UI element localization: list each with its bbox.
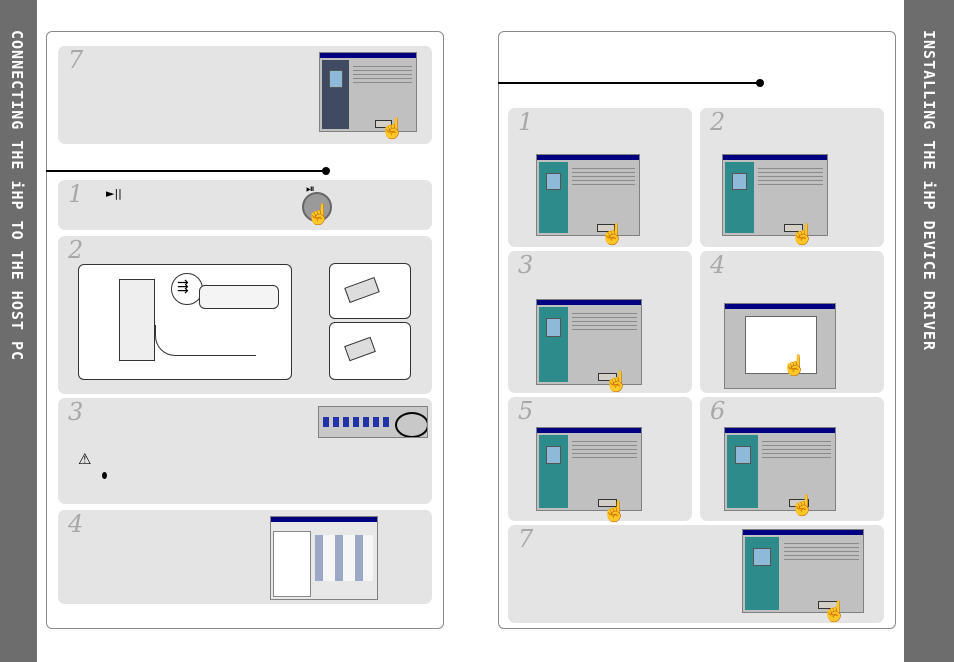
step-number: 7 <box>518 525 534 553</box>
right-sidebar-title: INSTALLING THE iHP DEVICE DRIVER <box>920 30 938 351</box>
step-number: 4 <box>710 251 726 279</box>
pointing-hand-icon: ☝ <box>306 202 331 226</box>
step-number: 3 <box>518 251 534 279</box>
play-pause-icon: ►|| <box>106 187 122 200</box>
step-number: 2 <box>68 236 84 264</box>
pointing-hand-icon: ☝ <box>602 499 627 523</box>
section-divider <box>46 167 330 175</box>
pointing-hand-icon: ☝ <box>790 222 815 246</box>
hold-icon: ⏯ <box>306 182 315 195</box>
pc-connection-illustration: ⇶ <box>78 264 292 380</box>
left-step-3-panel: 3 ⚠ <box>58 398 432 504</box>
wizard-screenshot <box>536 154 640 236</box>
bullet <box>102 472 107 479</box>
section-divider <box>498 79 764 87</box>
step-number: 2 <box>710 108 726 136</box>
step-number: 4 <box>68 510 84 538</box>
warning-icon: ⚠ <box>78 450 92 468</box>
wizard-screenshot <box>724 427 836 511</box>
pointing-hand-icon: ☝ <box>790 493 815 517</box>
left-step-2-panel: 2 ⇶ <box>58 236 432 394</box>
left-step-4-panel: 4 <box>58 510 432 604</box>
wizard-screenshot <box>536 299 642 385</box>
step-number: 1 <box>68 180 84 208</box>
usb-plug-a-illustration <box>329 263 411 319</box>
pointing-hand-icon: ☝ <box>380 116 405 140</box>
installer-finish-screenshot <box>319 52 417 132</box>
right-step-2-panel: 2 ☝ <box>700 108 884 247</box>
pointing-hand-icon: ☝ <box>822 599 847 623</box>
step-number: 1 <box>518 108 534 136</box>
step-number: 6 <box>710 397 726 425</box>
wizard-finish-screenshot <box>742 529 864 613</box>
wizard-screenshot <box>722 154 828 236</box>
step-number: 3 <box>68 398 84 426</box>
left-sidebar-title: CONNECTING THE iHP TO THE HOST PC <box>8 30 26 362</box>
usb-icon: ⇶ <box>177 279 189 295</box>
pointing-hand-icon: ☝ <box>782 353 807 377</box>
right-step-7-panel: 7 ☝ <box>508 525 884 623</box>
left-step-7-panel: 7 ☝ <box>58 46 432 144</box>
right-step-4-panel: 4 ☝ <box>700 251 884 393</box>
right-step-1-panel: 1 ☝ <box>508 108 692 247</box>
left-sidebar: CONNECTING THE iHP TO THE HOST PC <box>0 0 37 662</box>
left-step-1-panel: 1 ►|| ⏯ ☝ <box>58 180 432 230</box>
device-button-illustration <box>302 192 332 222</box>
system-tray-screenshot <box>318 406 428 438</box>
usb-plug-b-illustration <box>329 322 411 380</box>
pointing-hand-icon: ☝ <box>600 222 625 246</box>
step-number: 5 <box>518 397 534 425</box>
pointing-hand-icon: ☝ <box>604 369 629 393</box>
right-step-6-panel: 6 ☝ <box>700 397 884 521</box>
step-number: 7 <box>68 46 84 74</box>
browse-folder-screenshot <box>724 303 836 389</box>
my-computer-screenshot <box>270 516 378 600</box>
right-sidebar: INSTALLING THE iHP DEVICE DRIVER <box>904 0 954 662</box>
wizard-screenshot <box>536 427 642 511</box>
right-step-5-panel: 5 ☝ <box>508 397 692 521</box>
right-step-3-panel: 3 ☝ <box>508 251 692 393</box>
